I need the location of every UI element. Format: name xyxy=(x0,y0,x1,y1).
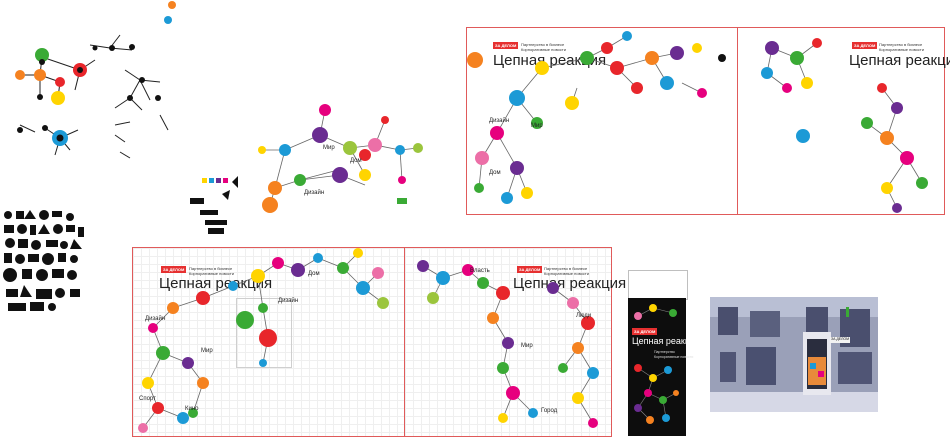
spread-bottom-subtitle-left-2: Корпоративные новости xyxy=(189,271,234,276)
spread-bottom-title-right: Цепная реакция xyxy=(513,275,627,292)
spread-top-label-doma: Дом xyxy=(489,170,501,176)
spread-top-subtitle-left: Партнерство в бизнесе xyxy=(521,42,565,47)
spread-bottom-label-dizain-2: Дизайн xyxy=(278,298,299,304)
poster-small-text-1: Партнерство xyxy=(654,350,675,354)
icon-collection xyxy=(0,205,100,315)
spread-bottom-label-doma: Дом xyxy=(308,271,320,277)
node-label-dizain-sketch: Дизайн xyxy=(304,190,325,196)
spread-bottom-label-mir-2: Мир xyxy=(521,343,533,349)
storefront-sign-text: ЗА ДЕЛОМ xyxy=(831,337,850,341)
node-label-mir-sketch: Мир xyxy=(323,145,335,151)
spread-bottom: ЗА ДЕЛОМ Партнерство в бизнесе Корпорати… xyxy=(132,247,626,437)
spread-bottom-label-sport: Спорт xyxy=(139,396,156,402)
spread-top-logo-left: ЗА ДЕЛОМ xyxy=(493,42,519,49)
poster-logo: ЗА ДЕЛОМ xyxy=(632,328,658,335)
sketch-network-1-graphic xyxy=(15,1,176,159)
spread-bottom-label-gorod: Город xyxy=(541,408,558,414)
spread-top-fold xyxy=(737,28,738,214)
spread-bottom-logo-left: ЗА ДЕЛОМ xyxy=(161,266,187,273)
sketch-network-1 xyxy=(0,0,200,190)
spread-bottom-placeholder-box xyxy=(236,298,292,368)
spread-top-subtitle-left-2: Корпоративные новости xyxy=(521,47,566,52)
spread-bottom-label-vlast: Власть xyxy=(470,268,490,274)
spread-top-subtitle-right-2: Корпоративные новости xyxy=(879,47,924,52)
node-label-doma-sketch: Дом xyxy=(350,158,362,164)
spread-bottom-label-dizain: Дизайн xyxy=(145,316,166,322)
spread-top-network xyxy=(467,31,928,213)
spread-top: ЗА ДЕЛОМ Партнерство в бизнесе Корпорати… xyxy=(466,27,950,215)
spread-top-logo-right: ЗА ДЕЛОМ xyxy=(852,42,878,49)
spread-bottom-fold xyxy=(404,248,405,436)
poster-top-card xyxy=(628,270,688,300)
icon-collection-graphic xyxy=(3,210,84,311)
sketch-network-2: Мир Дом Дизайн xyxy=(190,100,440,250)
storefront-photo-graphic xyxy=(710,297,878,412)
spread-bottom-label-kino: Кино xyxy=(185,406,199,412)
spread-top-label-mir: Мир xyxy=(531,123,543,129)
poster-network xyxy=(634,304,679,424)
spread-top-label-dizain: Дизайн xyxy=(489,118,510,124)
spread-top-title-right: Цепная реакция xyxy=(849,52,950,69)
spread-bottom-network xyxy=(138,248,599,433)
poster-title: Цепная реакция xyxy=(632,336,700,346)
spread-bottom-logo-right: ЗА ДЕЛОМ xyxy=(517,266,543,273)
spread-bottom-subtitle-left: Партнерство в бизнесе xyxy=(189,266,233,271)
sketch-network-2-graphic xyxy=(190,104,423,234)
spread-bottom-label-lyudi: Люди xyxy=(576,313,592,319)
spread-top-title-left: Цепная реакция xyxy=(493,52,607,69)
storefront-photo: ЗА ДЕЛОМ xyxy=(710,297,878,412)
spread-bottom-title-left: Цепная реакция xyxy=(159,275,273,292)
spread-top-subtitle-right: Партнерство в бизнесе xyxy=(879,42,923,47)
poster-small-text-2: Корпоративные новости xyxy=(654,355,694,359)
poster: ЗА ДЕЛОМ Цепная реакция Партнерство Корп… xyxy=(628,298,700,436)
spread-bottom-subtitle-right: Партнерство в бизнесе xyxy=(544,266,588,271)
spread-bottom-label-mir: Мир xyxy=(201,348,213,354)
spread-bottom-subtitle-right-2: Корпоративные новости xyxy=(544,271,589,276)
